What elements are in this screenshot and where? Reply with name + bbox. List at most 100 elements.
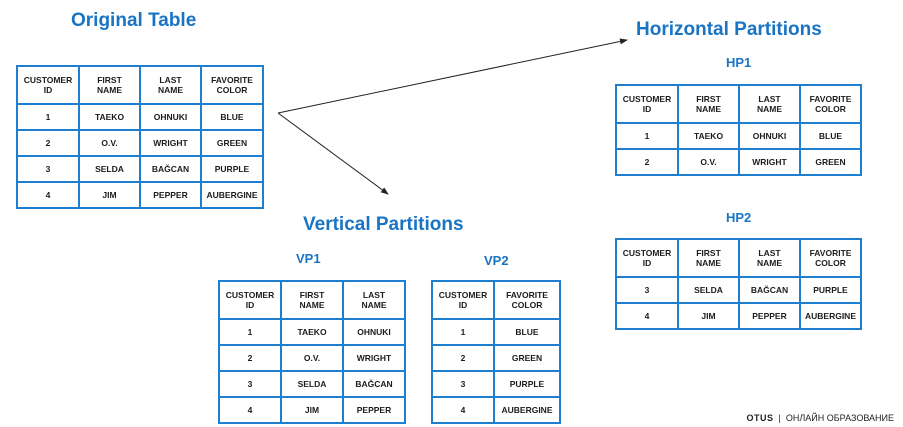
table-cell: 3 bbox=[218, 370, 282, 398]
table-cell: OHNUKI bbox=[139, 103, 202, 131]
table-cell: 3 bbox=[431, 370, 495, 398]
table-cell: O.V. bbox=[677, 148, 740, 176]
table-cell: BAĞCAN bbox=[139, 155, 202, 183]
table-cell: 1 bbox=[431, 318, 495, 346]
table-cell: PEPPER bbox=[738, 302, 801, 330]
table-cell: BLUE bbox=[799, 122, 862, 150]
table-cell: 3 bbox=[16, 155, 80, 183]
table-cell: 4 bbox=[615, 302, 679, 330]
original-table-title: Original Table bbox=[71, 10, 197, 31]
table-cell: 4 bbox=[218, 396, 282, 424]
vertical-partitions-title: Vertical Partitions bbox=[303, 214, 464, 235]
table-cell: TAEKO bbox=[78, 103, 141, 131]
table-cell: PURPLE bbox=[200, 155, 264, 183]
table-cell: WRIGHT bbox=[139, 129, 202, 157]
table-cell: 1 bbox=[615, 122, 679, 150]
table-cell: BLUE bbox=[200, 103, 264, 131]
table-cell: GREEN bbox=[200, 129, 264, 157]
table-cell: TAEKO bbox=[280, 318, 344, 346]
table-cell: 1 bbox=[16, 103, 80, 131]
table-cell: WRIGHT bbox=[342, 344, 406, 372]
hp2-title: HP2 bbox=[726, 210, 752, 225]
table-cell: SELDA bbox=[280, 370, 344, 398]
table-cell: JIM bbox=[677, 302, 740, 330]
table-cell: 2 bbox=[615, 148, 679, 176]
hp1-title: HP1 bbox=[726, 55, 752, 70]
table-cell: O.V. bbox=[78, 129, 141, 157]
table-cell: AUBERGINE bbox=[493, 396, 561, 424]
table-cell: PURPLE bbox=[799, 276, 862, 304]
table-cell: WRIGHT bbox=[738, 148, 801, 176]
table-cell: OHNUKI bbox=[738, 122, 801, 150]
table-cell: BLUE bbox=[493, 318, 561, 346]
arrow-to-vertical bbox=[277, 112, 389, 195]
vp1-title: VP1 bbox=[296, 251, 321, 266]
table-cell: TAEKO bbox=[677, 122, 740, 150]
table-cell: SELDA bbox=[677, 276, 740, 304]
table-cell: 2 bbox=[218, 344, 282, 372]
table-cell: BAĞCAN bbox=[342, 370, 406, 398]
table-cell: 4 bbox=[431, 396, 495, 424]
table-cell: 1 bbox=[218, 318, 282, 346]
table-cell: 4 bbox=[16, 181, 80, 209]
table-cell: PURPLE bbox=[493, 370, 561, 398]
table-cell: AUBERGINE bbox=[200, 181, 264, 209]
vp2-title: VP2 bbox=[484, 253, 509, 268]
footer-brand: OTUS | ОНЛАЙН ОБРАЗОВАНИЕ bbox=[747, 413, 894, 423]
table-cell: AUBERGINE bbox=[799, 302, 862, 330]
table-cell: OHNUKI bbox=[342, 318, 406, 346]
table-cell: O.V. bbox=[280, 344, 344, 372]
table-cell: BAĞCAN bbox=[738, 276, 801, 304]
table-cell: GREEN bbox=[799, 148, 862, 176]
table-cell: JIM bbox=[280, 396, 344, 424]
table-cell: PEPPER bbox=[342, 396, 406, 424]
footer-separator: | bbox=[778, 413, 781, 423]
otus-logo: OTUS bbox=[746, 413, 774, 423]
footer-tagline: ОНЛАЙН ОБРАЗОВАНИЕ bbox=[785, 413, 894, 423]
table-cell: SELDA bbox=[78, 155, 141, 183]
table-cell: 2 bbox=[16, 129, 80, 157]
table-cell: PEPPER bbox=[139, 181, 202, 209]
arrow-to-horizontal bbox=[277, 38, 628, 114]
table-cell: 3 bbox=[615, 276, 679, 304]
table-cell: 2 bbox=[431, 344, 495, 372]
